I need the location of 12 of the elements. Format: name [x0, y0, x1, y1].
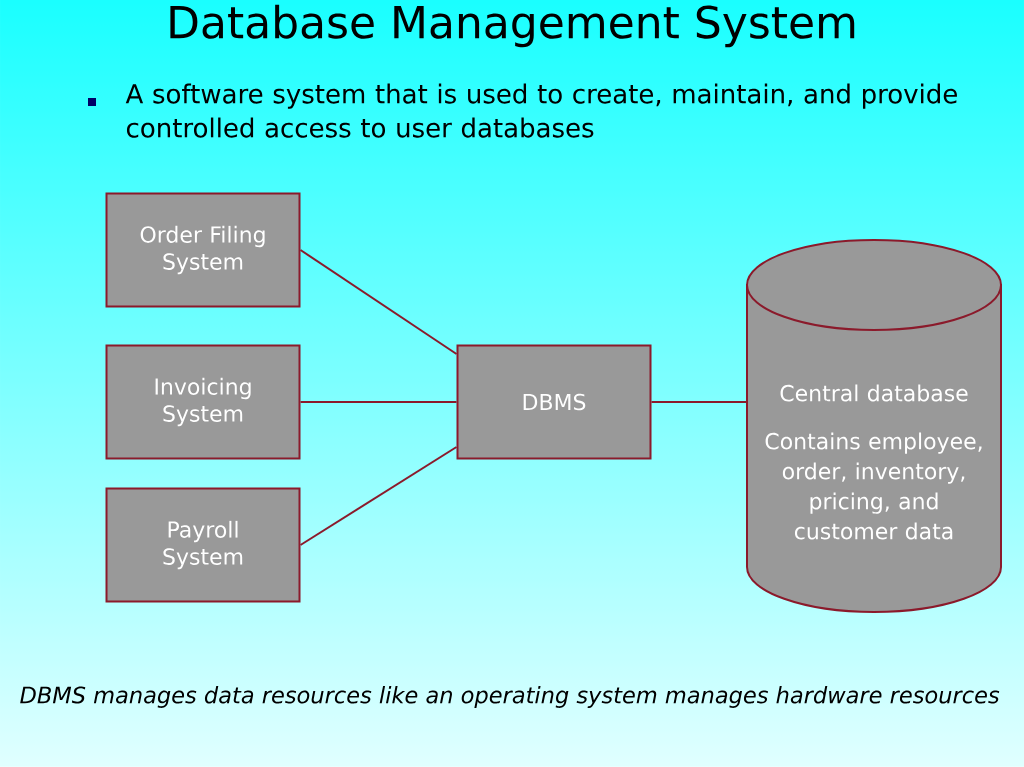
process-box: Payroll System — [105, 487, 301, 603]
bullet-text: A software system that is used to create, maintain, and provide controlled access to user databases — [125, 83, 957, 138]
connector-line — [299, 446, 458, 546]
connector-line — [299, 249, 458, 355]
process-box: Order Filing System — [105, 192, 301, 308]
database-cylinder: Central database Contains employee, order, inventory, pricing, and customer data — [746, 239, 1002, 613]
connector-line — [650, 401, 748, 403]
connector-line — [299, 401, 458, 403]
caption: DBMS manages data resources like an operating system manages hardware resources — [20, 686, 1000, 708]
process-box: DBMS — [456, 344, 652, 460]
process-box: Invoicing System — [105, 344, 301, 460]
title: Database Management System — [170, 4, 855, 48]
